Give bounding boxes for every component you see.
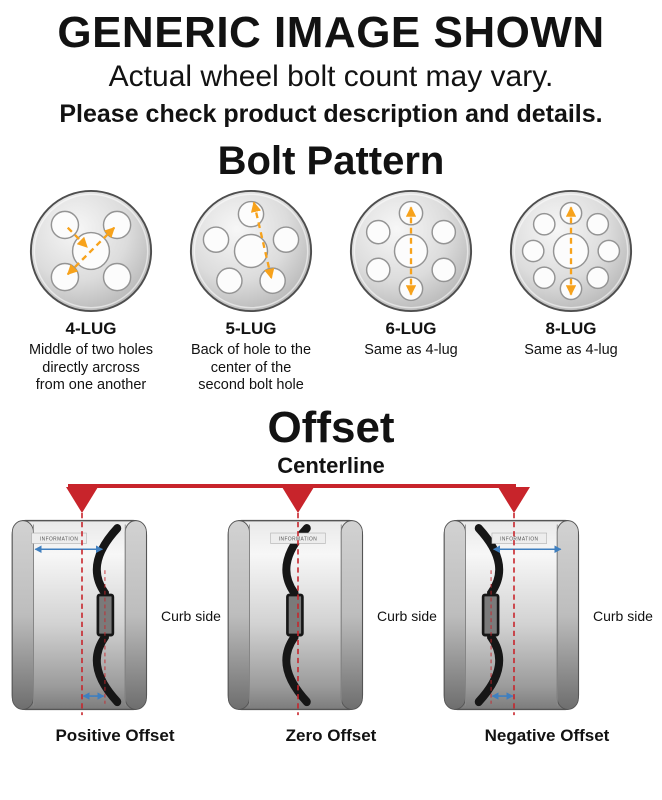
8-lug-wheel-diagram xyxy=(509,189,633,313)
measurement-line xyxy=(66,226,116,276)
lug-description: Same as 4-lug xyxy=(524,342,618,358)
offset-title: Offset xyxy=(267,403,395,453)
hub-face xyxy=(481,593,500,637)
bolt-pattern-row: 4-LUG Middle of two holes directly arcro… xyxy=(0,188,662,395)
wheel-cross-sections-row: INFORMATION Curb side xyxy=(7,478,655,718)
6-lug-wheel-diagram xyxy=(349,189,473,313)
5-lug-wheel-diagram xyxy=(189,189,313,313)
wheel-watermark: INFORMATION xyxy=(500,537,538,543)
main-title: GENERIC IMAGE SHOWN xyxy=(57,8,605,57)
lug-label: 4-LUG xyxy=(65,319,117,338)
lug-description: Middle of two holes directly arcross fro… xyxy=(28,342,154,394)
centerline-marker-icon xyxy=(498,487,530,514)
hub-face xyxy=(286,593,304,637)
lug-label: 8-LUG xyxy=(545,319,597,338)
offset-type-label: Zero Offset xyxy=(285,726,377,746)
lug-column-6: 6-LUG Same as 4-lug xyxy=(336,188,486,395)
offset-labels-row: Positive Offset Zero Offset Negative Off… xyxy=(7,726,655,746)
note: Please check product description and det… xyxy=(59,100,603,128)
lug-label: 5-LUG xyxy=(225,319,277,338)
offset-type-label: Positive Offset xyxy=(55,726,175,746)
lug-holes xyxy=(50,210,132,292)
curb-side-label: Curb side xyxy=(593,607,653,624)
subtitle: Actual wheel bolt count may vary. xyxy=(108,60,554,93)
positive-offset-wheel-diagram: INFORMATION xyxy=(11,513,148,716)
negative-offset-column: INFORMATION Curb side xyxy=(439,513,655,718)
curb-side-label: Curb side xyxy=(161,607,221,624)
4-lug-wheel-diagram xyxy=(29,189,153,313)
lug-label: 6-LUG xyxy=(385,319,437,338)
positive-offset-column: INFORMATION Curb side xyxy=(7,513,223,718)
negative-offset-wheel-diagram: INFORMATION xyxy=(443,513,580,716)
centerline-line xyxy=(68,484,516,489)
bolt-pattern-title: Bolt Pattern xyxy=(217,139,445,183)
centerline-marker-icon xyxy=(282,487,314,514)
wheel-info-graphic: GENERIC IMAGE SHOWN Actual wheel bolt co… xyxy=(0,0,662,746)
curb-side-label: Curb side xyxy=(377,607,437,624)
wheel-watermark: INFORMATION xyxy=(40,537,78,543)
wheel-watermark: INFORMATION xyxy=(279,537,317,543)
lug-holes xyxy=(521,201,621,301)
zero-offset-column: INFORMATION Curb side xyxy=(223,513,439,718)
offset-type-label: Negative Offset xyxy=(484,726,610,746)
lug-description: Back of hole to the center of the second… xyxy=(190,342,312,394)
offset-diagram: Centerline INFORMATION xyxy=(7,453,655,746)
lug-column-8: 8-LUG Same as 4-lug xyxy=(496,188,646,395)
measurement-line xyxy=(250,201,275,280)
lug-description: Same as 4-lug xyxy=(364,342,458,358)
center-bore xyxy=(233,233,269,269)
zero-offset-wheel-diagram: INFORMATION xyxy=(227,513,364,716)
header: GENERIC IMAGE SHOWN Actual wheel bolt co… xyxy=(0,0,662,129)
lug-column-4: 4-LUG Middle of two holes directly arcro… xyxy=(16,188,166,395)
centerline-marker-icon xyxy=(66,487,98,514)
lug-column-5: 5-LUG Back of hole to the center of the … xyxy=(176,188,326,395)
centerline-label: Centerline xyxy=(277,453,385,479)
